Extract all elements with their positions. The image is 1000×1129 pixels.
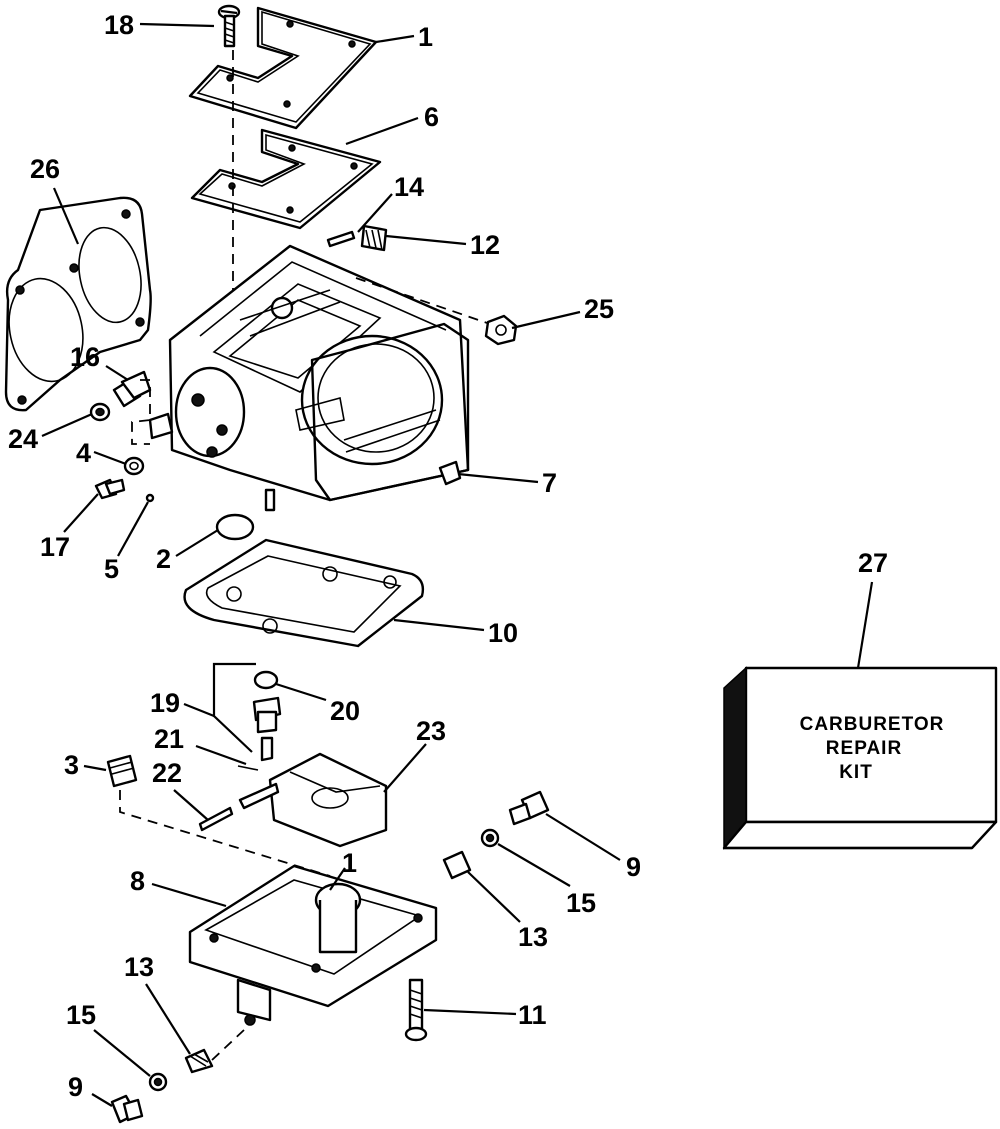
callout-13-lower: 13 [124,952,154,982]
part-24-washer [89,402,111,422]
callout-27: 27 [858,548,888,578]
part-19-valve-seat [252,696,282,734]
callout-13-upper: 13 [518,922,548,952]
callout-18: 18 [104,10,134,40]
part-14-pin [326,230,356,248]
part-7-spring [438,460,462,486]
callout-1-lower: 1 [342,848,357,878]
callout-2: 2 [156,544,171,574]
callout-5: 5 [104,554,119,584]
callout-11: 11 [518,1000,547,1030]
part-18-screw [217,4,241,48]
leader-lines [41,22,874,1107]
callout-22: 22 [152,758,182,788]
callout-1: 1 [418,22,433,52]
callout-16: 16 [70,342,100,372]
callout-15-lower: 15 [66,1000,96,1030]
part-2-disk [215,513,255,541]
callout-14: 14 [394,172,424,202]
callout-3: 3 [64,750,79,780]
part-25-nut [484,314,518,346]
part-9-screw-upper [508,790,550,826]
part-22-pin [198,806,234,832]
part-16-fitting [112,370,152,408]
callout-labels: 18 1 6 26 14 12 25 16 24 4 7 17 5 2 27 1… [8,10,888,1102]
part-1-cover-plate [188,6,378,130]
part-20-o-ring [253,670,279,690]
part-8-float-bowl [188,864,438,1026]
part-27-repair-kit-box: CARBURETOR REPAIR KIT [722,666,998,851]
callout-9-upper: 9 [626,852,641,882]
callout-24: 24 [8,424,38,454]
part-17-screw [94,478,126,500]
callout-9-lower: 9 [68,1072,83,1102]
part-6-gasket-plate [190,128,382,230]
kit-label-line2: REPAIR [826,738,902,759]
part-12-spring [360,224,388,252]
part-21-needle [237,736,274,771]
part-13-jet-lower [184,1048,214,1074]
callout-15-upper: 15 [566,888,596,918]
callout-8: 8 [130,866,145,896]
part-13-jet-upper [442,850,472,880]
part-4-washer [123,456,145,476]
callout-19: 19 [150,688,180,718]
callout-4: 4 [76,438,91,468]
part-15-washer-lower [148,1072,168,1092]
part-9-screw-lower [110,1094,144,1124]
callout-26: 26 [30,154,60,184]
callout-17: 17 [40,532,70,562]
part-3-screw [106,754,138,788]
part-10-gasket [183,538,425,648]
kit-label-line3: KIT [839,762,873,783]
callout-10: 10 [488,618,518,648]
callout-7: 7 [542,468,557,498]
callout-12: 12 [470,230,500,260]
callout-25: 25 [584,294,614,324]
callout-20: 20 [330,696,360,726]
part-15-washer-upper [480,828,500,848]
part-carburetor-body [148,244,470,512]
callout-21: 21 [154,724,184,754]
part-23-float [238,752,388,848]
part-5-ball [145,493,155,503]
kit-label-line1: CARBURETOR [800,714,945,735]
callout-23: 23 [416,716,446,746]
part-26-flange-gasket [4,196,152,412]
callout-6: 6 [424,102,439,132]
part-11-bolt [404,978,428,1042]
